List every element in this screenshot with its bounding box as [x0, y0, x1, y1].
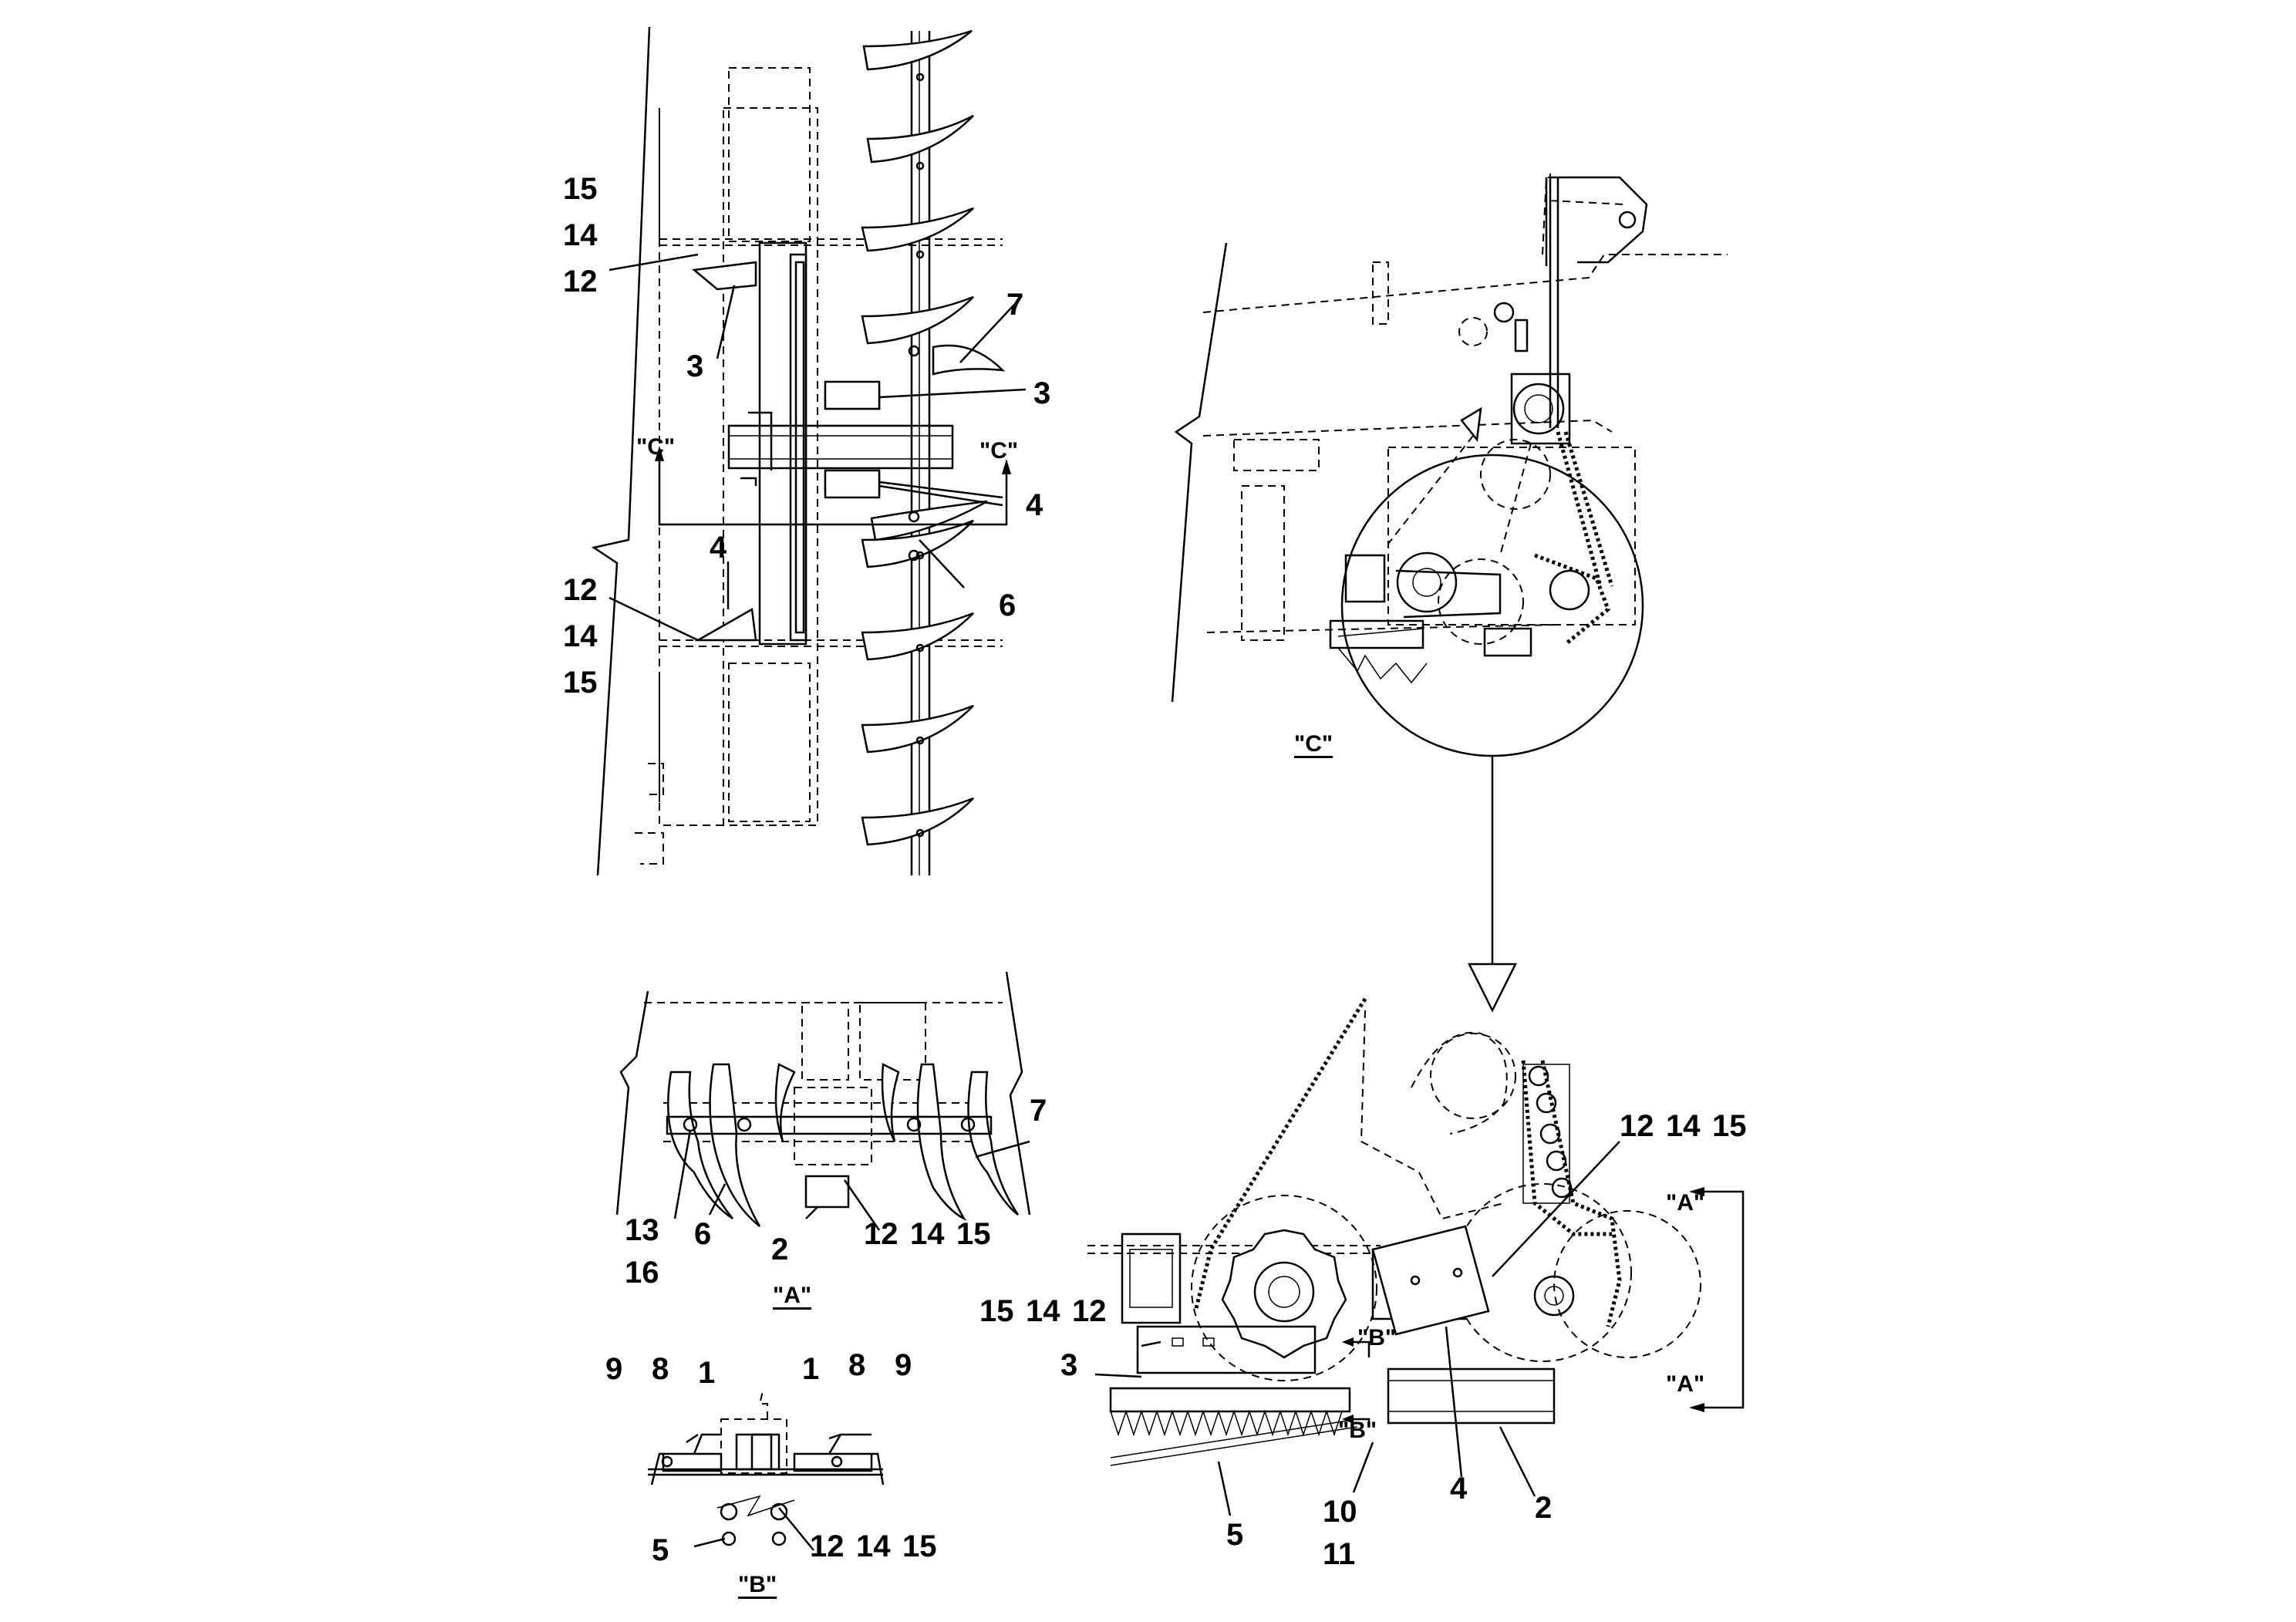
view-a-drawing — [615, 971, 1031, 1231]
section-marker-c-right: "C" — [979, 438, 1019, 464]
view-c-title: "C" — [1294, 731, 1333, 757]
top-view-drawing — [591, 26, 1027, 876]
callout-14-a: 14 — [910, 1217, 945, 1251]
callout-12-b: 12 — [810, 1529, 845, 1563]
callout-4-right: 4 — [1026, 488, 1043, 522]
section-marker-a-bottom: "A" — [1666, 1371, 1705, 1397]
callout-3-detail: 3 — [1060, 1348, 1078, 1382]
callout-15-a: 15 — [956, 1217, 991, 1251]
callout-12-detail-left: 12 — [1072, 1294, 1107, 1328]
callout-2-a: 2 — [771, 1233, 789, 1266]
callout-9-b-right: 9 — [895, 1348, 912, 1382]
callout-8-b-left: 8 — [652, 1352, 669, 1386]
callout-3-left: 3 — [686, 349, 704, 383]
callout-1-b-right: 1 — [802, 1352, 820, 1386]
callout-5-b: 5 — [652, 1533, 669, 1567]
callout-9-b-left: 9 — [605, 1352, 623, 1386]
callout-15-detail-top: 15 — [1712, 1109, 1747, 1143]
callout-13-a: 13 — [625, 1213, 659, 1247]
callout-4-left: 4 — [710, 531, 727, 565]
callout-12-top: 12 — [563, 265, 598, 298]
callout-6-a: 6 — [694, 1217, 712, 1251]
callout-5-detail: 5 — [1226, 1518, 1244, 1552]
section-marker-b-top: "B" — [1357, 1325, 1397, 1351]
callout-1-b-left: 1 — [698, 1356, 716, 1390]
callout-11-detail: 11 — [1323, 1537, 1356, 1571]
callout-7-a: 7 — [1030, 1094, 1047, 1128]
view-a-title: "A" — [773, 1283, 812, 1308]
section-marker-c-left: "C" — [636, 434, 676, 460]
callout-16-a: 16 — [625, 1256, 659, 1290]
view-b-title: "B" — [738, 1572, 777, 1597]
callout-12-detail-top: 12 — [1620, 1109, 1654, 1143]
callout-12-lower: 12 — [563, 573, 598, 607]
callout-15-top: 15 — [563, 172, 598, 206]
callout-12-a: 12 — [864, 1217, 899, 1251]
view-b-drawing — [648, 1388, 885, 1551]
detail-view-drawing — [1087, 997, 1745, 1516]
callout-4-detail: 4 — [1450, 1472, 1468, 1506]
section-marker-b-bottom: "B" — [1338, 1418, 1377, 1443]
callout-7-top: 7 — [1006, 288, 1024, 322]
callout-8-b-right: 8 — [848, 1348, 866, 1382]
callout-14-detail-top: 14 — [1666, 1109, 1701, 1143]
callout-3-right: 3 — [1033, 376, 1051, 410]
callout-15-detail-left: 15 — [979, 1294, 1014, 1328]
callout-14-b: 14 — [856, 1529, 891, 1563]
callout-14-top: 14 — [563, 218, 598, 252]
callout-15-lower: 15 — [563, 666, 598, 700]
callout-15-b: 15 — [902, 1529, 937, 1563]
callout-10-detail: 10 — [1323, 1495, 1357, 1529]
callout-14-detail-left: 14 — [1026, 1294, 1060, 1328]
callout-2-detail: 2 — [1535, 1491, 1553, 1525]
section-marker-a-top: "A" — [1666, 1190, 1705, 1216]
view-c-drawing — [1171, 174, 1728, 1013]
callout-6-top: 6 — [999, 588, 1017, 622]
callout-14-lower: 14 — [563, 619, 598, 653]
